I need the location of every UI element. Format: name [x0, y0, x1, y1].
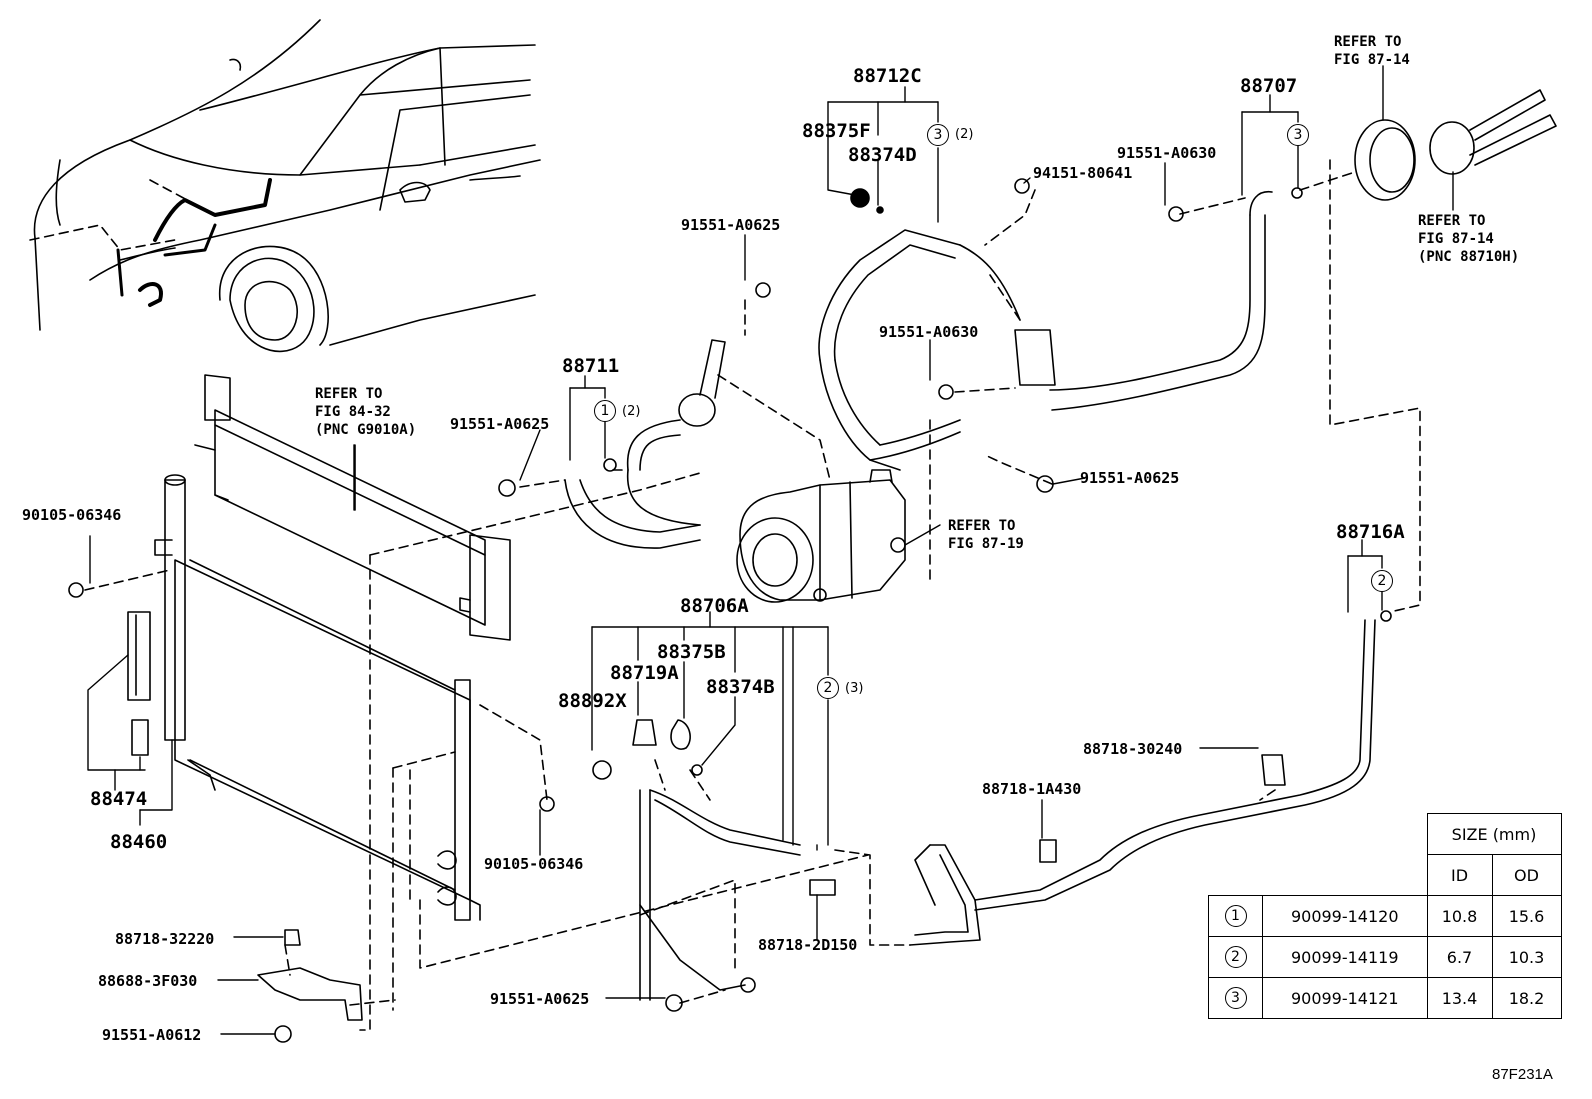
row-key-circle: 3: [1224, 987, 1247, 1009]
vehicle-inset-illustration: [29, 19, 541, 353]
row-key-circle: 2: [1224, 946, 1247, 968]
refer-fig-87-19: REFER TO FIG 87-19: [948, 517, 1024, 553]
table-blank-cell: [1209, 855, 1263, 896]
id-value-cell: 6.7: [1426, 936, 1493, 978]
callout-3-88707: 3: [1287, 124, 1309, 146]
compressor-illustration: [736, 469, 906, 603]
bracket-illustration: [257, 929, 363, 1043]
row-key-cell: 1: [1208, 895, 1263, 937]
size-header: SIZE (mm): [1426, 813, 1562, 855]
label-90105-06346-mid: 90105-06346: [484, 855, 584, 873]
label-88375F: 88375F: [802, 120, 871, 142]
label-94151-80641: 94151-80641: [1033, 164, 1133, 182]
refer-line: (PNC 88710H): [1418, 249, 1520, 265]
label-88718-2D150: 88718-2D150: [758, 936, 858, 954]
table-row: 1 90099-14120 10.8 15.6: [1208, 895, 1562, 937]
label-88718-32220: 88718-32220: [115, 930, 215, 948]
id-value-cell: 13.4: [1426, 977, 1493, 1019]
label-88718-1A430: 88718-1A430: [982, 780, 1082, 798]
part-number-cell: 90099-14119: [1262, 936, 1428, 978]
label-88716A: 88716A: [1336, 521, 1405, 543]
refer-line: REFER TO: [1334, 34, 1402, 50]
refer-line: FIG 87-19: [948, 536, 1024, 552]
label-88688-3F030: 88688-3F030: [98, 972, 198, 990]
label-88460: 88460: [110, 831, 168, 853]
refer-line: REFER TO: [1418, 213, 1486, 229]
o-ring-size-table: SIZE (mm) ID OD 1 90099-14120 10.8 15.6 …: [1208, 813, 1562, 1019]
id-header: ID: [1426, 854, 1493, 896]
callout-1-88711: 1: [594, 400, 616, 422]
part-number-cell: 90099-14120: [1262, 895, 1428, 937]
od-value-cell: 15.6: [1491, 895, 1562, 937]
label-88711: 88711: [562, 355, 620, 377]
dashed-guides: [84, 159, 1421, 1031]
refer-line: (PNC G9010A): [315, 422, 417, 438]
refer-line: FIG 87-14: [1334, 52, 1410, 68]
label-91551-A0612: 91551-A0612: [102, 1026, 202, 1044]
table-row: 3 90099-14121 13.4 18.2: [1208, 977, 1562, 1019]
label-88712C: 88712C: [853, 65, 922, 87]
table-row: 2 90099-14119 6.7 10.3: [1208, 936, 1562, 978]
table-blank-cell: [1263, 814, 1428, 855]
table-header-row: SIZE (mm): [1209, 813, 1562, 855]
clutch-illustration: [1354, 89, 1557, 201]
refer-fig-87-14-right: REFER TO FIG 87-14 (PNC 88710H): [1418, 212, 1519, 266]
label-88706A: 88706A: [680, 595, 749, 617]
label-91551-A0630-top: 91551-A0630: [1117, 144, 1217, 162]
label-88718-30240: 88718-30240: [1083, 740, 1183, 758]
label-88707: 88707: [1240, 75, 1298, 97]
callout-qty: (2): [955, 127, 974, 142]
label-91551-A0625-bottom: 91551-A0625: [490, 990, 590, 1008]
od-value-cell: 18.2: [1491, 977, 1562, 1019]
callout-3-88712C: 3: [927, 124, 949, 146]
refer-line: REFER TO: [315, 386, 383, 402]
label-88374B: 88374B: [706, 676, 775, 698]
part-number-cell: 90099-14121: [1262, 977, 1428, 1019]
label-88374D: 88374D: [848, 144, 917, 166]
label-88719A: 88719A: [610, 662, 679, 684]
refer-line: REFER TO: [948, 518, 1016, 534]
label-90105-06346-left: 90105-06346: [22, 506, 122, 524]
table-blank-cell: [1263, 855, 1428, 896]
label-91551-A0630-mid: 91551-A0630: [879, 323, 979, 341]
row-key-cell: 3: [1208, 977, 1263, 1019]
refer-fig-87-14-top: REFER TO FIG 87-14: [1334, 33, 1410, 69]
refer-line: FIG 87-14: [1418, 231, 1494, 247]
refrigerant-hoses: [564, 190, 1376, 1001]
label-91551-A0625-left: 91551-A0625: [450, 415, 550, 433]
label-91551-A0625-top: 91551-A0625: [681, 216, 781, 234]
table-subheader-row: ID OD: [1209, 854, 1562, 896]
radiator-reference-illustration: [194, 374, 511, 641]
callout-2-88716A: 2: [1371, 570, 1393, 592]
condenser-illustration: [127, 474, 481, 921]
label-88892X: 88892X: [558, 690, 627, 712]
callout-qty: (2): [622, 404, 641, 419]
refer-line: FIG 84-32: [315, 404, 391, 420]
figure-id: 87F231A: [1492, 1066, 1553, 1083]
row-key-circle: 1: [1224, 905, 1247, 927]
od-header: OD: [1491, 854, 1562, 896]
leader-lines: [87, 65, 1454, 1035]
row-key-cell: 2: [1208, 936, 1263, 978]
label-91551-A0625-right: 91551-A0625: [1080, 469, 1180, 487]
label-88474: 88474: [90, 788, 148, 810]
od-value-cell: 10.3: [1491, 936, 1562, 978]
refer-fig-84-32: REFER TO FIG 84-32 (PNC G9010A): [315, 385, 416, 439]
fittings-and-fasteners: [68, 178, 1392, 1012]
callout-qty: (3): [845, 681, 864, 696]
callout-2-88706A: 2: [817, 677, 839, 699]
label-88375B: 88375B: [657, 641, 726, 663]
table-blank-cell: [1209, 814, 1263, 855]
id-value-cell: 10.8: [1426, 895, 1493, 937]
